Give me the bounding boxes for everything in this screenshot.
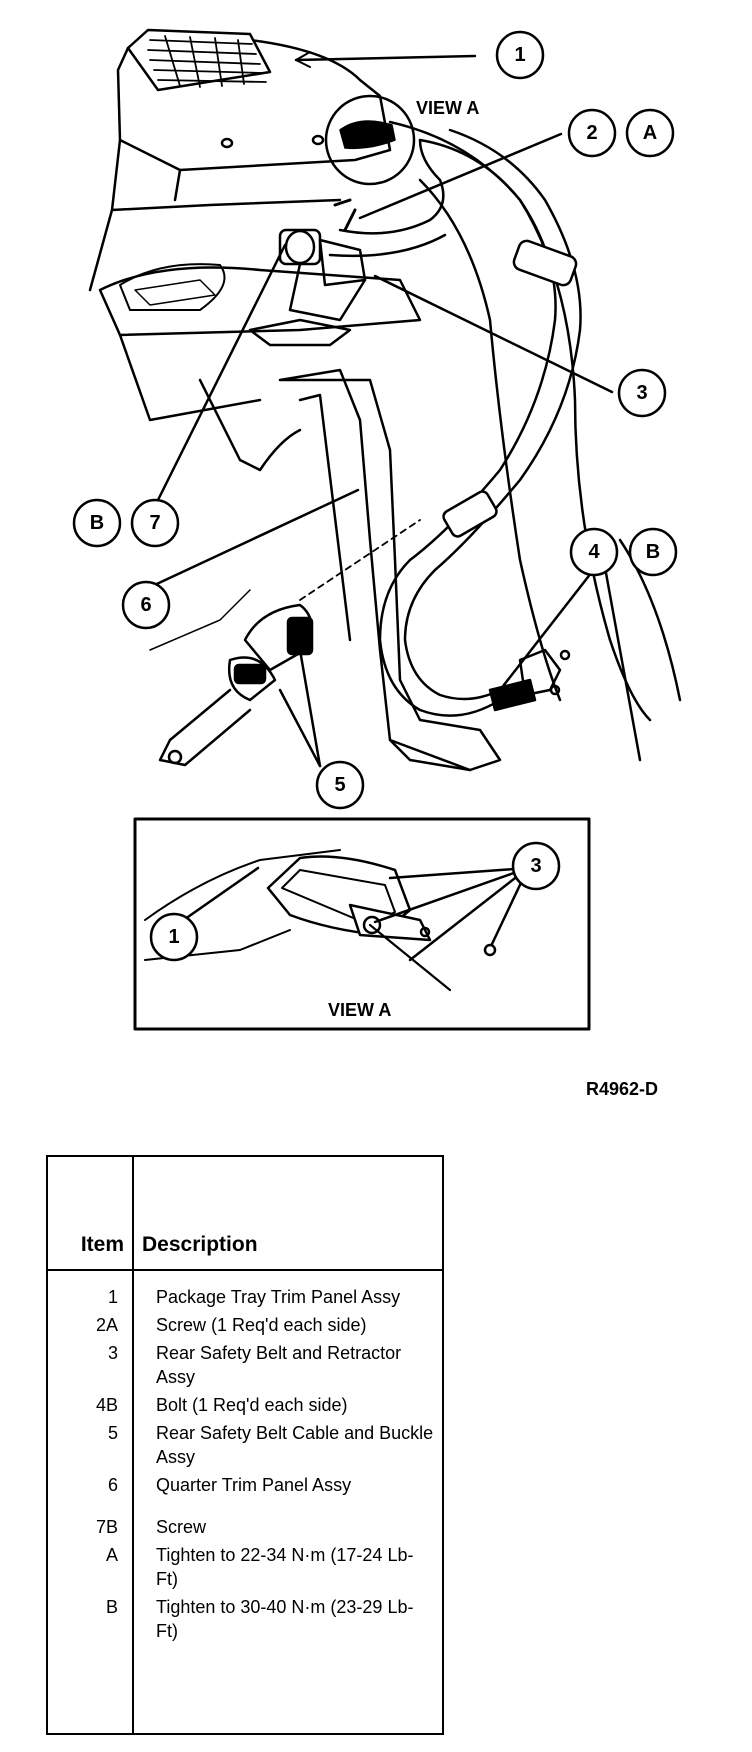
legend-description: Tighten to 30-40 N·m (23-29 Lb-Ft) <box>156 1597 414 1641</box>
leader-3a <box>388 866 530 880</box>
leader-1b <box>173 866 260 928</box>
callout-7 <box>130 498 180 548</box>
view-a-detail-circle <box>324 94 416 186</box>
legend-description: Rear Safety Belt and Retractor Assy <box>156 1343 402 1387</box>
leader-5b <box>298 648 322 768</box>
callout-A <box>625 108 675 158</box>
leader-3 <box>373 274 614 394</box>
speaker-grille <box>126 28 272 92</box>
legend-row: 4B Bolt (1 Req'd each side) <box>47 1391 443 1419</box>
legend-row: B Tighten to 30-40 N·m (23-29 Lb-Ft) <box>47 1593 443 1645</box>
anchor-bolt-bracket <box>488 648 571 712</box>
legend-row: 6 Quarter Trim Panel Assy <box>47 1471 443 1499</box>
callout-2-label: 2 <box>586 122 597 144</box>
leader-3b <box>408 866 530 962</box>
callout-5 <box>315 760 365 810</box>
callout-5-label: 5 <box>334 774 345 796</box>
legend-filler-description <box>133 1645 443 1734</box>
leader-3d <box>373 866 530 924</box>
leader-7 <box>155 243 287 504</box>
callout-3-label: 3 <box>636 382 647 404</box>
callout-7-label: 7 <box>149 512 160 534</box>
legend-item: 7B <box>47 1499 134 1541</box>
legend-row: 2A Screw (1 Req'd each side) <box>47 1311 443 1339</box>
belt-upper-section <box>328 138 447 258</box>
legend-row: 7B Screw <box>47 1499 443 1541</box>
callout-A-label: A <box>643 122 657 144</box>
legend-row: 3 Rear Safety Belt and Retractor Assy <box>47 1339 443 1391</box>
callout-B-right-label: B <box>646 541 660 563</box>
leader-2 <box>358 132 563 220</box>
callout-4-label: 4 <box>588 541 600 563</box>
legend-header-description: Description <box>133 1156 443 1271</box>
callout-1 <box>495 30 545 80</box>
legend-item: B <box>47 1593 134 1645</box>
view-a-inset-label: VIEW A <box>328 1000 391 1020</box>
legend-filler-item <box>47 1645 134 1734</box>
legend-table: Item Description 1 Package Tray Trim Pan… <box>46 1155 444 1735</box>
legend-filler-row <box>47 1645 443 1734</box>
leader-5a <box>278 688 322 768</box>
leader-4 <box>498 566 597 692</box>
leader-6 <box>144 488 360 591</box>
legend-description: Package Tray Trim Panel Assy <box>156 1287 401 1307</box>
callout-B-right <box>628 527 678 577</box>
retractor-assembly <box>248 228 367 347</box>
callout-3 <box>617 368 667 418</box>
legend-description: Bolt (1 Req'd each side) <box>156 1395 348 1415</box>
callout-1-inset <box>149 912 199 962</box>
legend-item: 5 <box>47 1419 134 1471</box>
legend-item: 6 <box>47 1471 134 1499</box>
legend-row: 5 Rear Safety Belt Cable and Buckle Assy <box>47 1419 443 1471</box>
legend-row: A Tighten to 22-34 N·m (17-24 Lb-Ft) <box>47 1541 443 1593</box>
quarter-trim-panel <box>278 368 502 772</box>
view-a-top-label: VIEW A <box>416 98 479 118</box>
view-a-inset-frame <box>133 817 591 1031</box>
legend-description: Screw <box>156 1517 207 1537</box>
legend-description: Quarter Trim Panel Assy <box>156 1475 352 1495</box>
legend-item: 3 <box>47 1339 134 1391</box>
legend-description: Tighten to 22-34 N·m (17-24 Lb-Ft) <box>156 1545 414 1589</box>
legend-item: 2A <box>47 1311 134 1339</box>
leader-1 <box>294 54 477 62</box>
legend-item: 1 <box>47 1270 134 1311</box>
legend-description: Rear Safety Belt Cable and Buckle Assy <box>156 1423 434 1467</box>
legend-item: A <box>47 1541 134 1593</box>
callout-6 <box>121 580 171 630</box>
callout-6-label: 6 <box>140 594 151 616</box>
callout-2 <box>567 108 617 158</box>
inset-retractor-bracket <box>266 855 497 992</box>
legend-header-item: Item <box>47 1156 134 1271</box>
callout-3-inset-label: 3 <box>530 855 541 877</box>
callout-1-inset-label: 1 <box>168 926 179 948</box>
exploded-view-diagram: 1 2 A 3 4 B B 7 6 5 1 3 VIEW A VIEW A <box>72 28 682 1031</box>
callout-4 <box>569 527 619 577</box>
legend-description: Screw (1 Req'd each side) <box>156 1315 367 1335</box>
callout-1-label: 1 <box>514 44 525 66</box>
buckle-assembly <box>158 603 314 767</box>
legend-row: 1 Package Tray Trim Panel Assy <box>47 1270 443 1311</box>
callout-3-inset <box>511 841 561 891</box>
figure-code: R4962-D <box>586 1079 659 1099</box>
legend-item: 4B <box>47 1391 134 1419</box>
callout-B-left <box>72 498 122 548</box>
callout-B-left-label: B <box>90 512 104 534</box>
